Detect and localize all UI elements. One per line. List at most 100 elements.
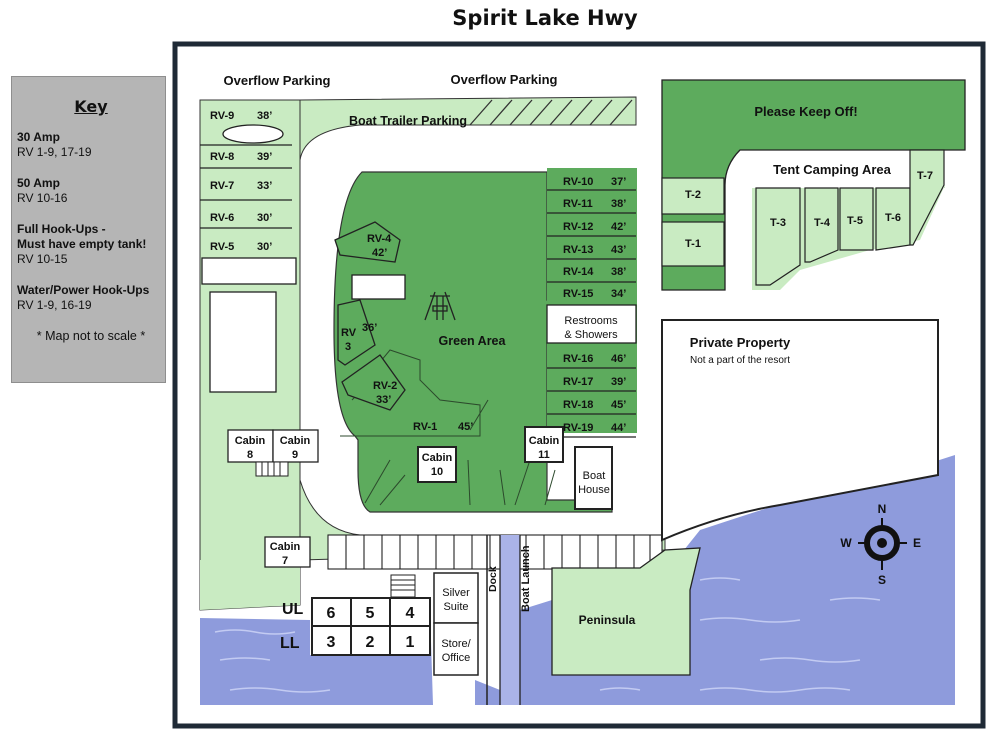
rv-10-label: RV-10 [563,176,593,188]
store-office-building [433,622,479,676]
boat-house-label-1: Boat [583,470,606,482]
lodge-units [311,597,431,656]
tent-site-t1 [661,221,725,267]
rv-11-length: 38’ [611,198,626,210]
cabin-10 [417,446,457,483]
store-label-1: Store/ [441,638,471,650]
cabin-11 [524,426,564,463]
left-building-large [209,291,277,393]
rv-15-label: RV-15 [563,288,593,300]
overflow-parking-left-label: Overflow Parking [224,73,331,88]
cabin-labels: Cabin 8 Cabin 9 Cabin 10 Cabin 11 Cabin … [235,435,560,567]
tent-labels: T-1 T-2 T-3 T-4 T-5 T-6 T-7 [685,170,933,250]
cabin-8-number: 8 [247,449,253,461]
water-ripples [214,577,881,693]
private-property-area [661,319,939,542]
rv-15-length: 34’ [611,288,626,300]
restrooms-label-1: Restrooms [564,315,618,327]
rv-inner-labels: RV-4 42’ RV 3 36’ RV-2 33’ RV-1 45’ [341,233,473,433]
rv-13-label: RV-13 [563,244,593,256]
key-note: * Map not to scale * [36,329,146,343]
rv-left-labels: RV-9 38’ RV-8 39’ RV-7 33’ RV-6 30’ RV-5… [210,110,272,253]
tent-sites [755,149,945,286]
left-building-small [201,257,297,285]
rv-1-length: 45’ [458,421,473,433]
green-area-label: Green Area [439,334,507,348]
key-value-50amp: RV 10-16 [17,191,68,205]
rv-14-length: 38’ [611,266,626,278]
unit-4-label: 4 [406,605,415,622]
rv-pads-right [547,168,637,433]
key-value-full-hookups: RV 10-15 [17,252,68,266]
cabin-8-9-steps [255,461,289,477]
cabin-7-label: Cabin [270,541,301,553]
restrooms-building [546,304,637,344]
rv-1-label: RV-1 [413,421,437,433]
overflow-parking-right-label: Overflow Parking [451,72,558,87]
rv-11-label: RV-11 [563,198,593,210]
keep-off-label: Please Keep Off! [754,104,857,119]
key-value-water-power: RV 1-9, 16-19 [17,298,92,312]
tent-t6-label: T-6 [885,212,901,224]
dock-label: Dock [487,566,499,592]
rv-19-length: 44’ [611,422,626,434]
key-label-50amp: 50 Amp [17,176,60,190]
cabin-11-label: Cabin [529,435,560,447]
unit-5-label: 5 [366,605,375,622]
rv-3-label: RV [341,327,357,339]
tent-t5-label: T-5 [847,215,863,227]
green-area [333,171,637,513]
key-label-water-power: Water/Power Hook-Ups [17,283,150,297]
bottom-parking-stalls [327,534,663,570]
cabin-11-number: 11 [538,449,550,461]
rv-7-label: RV-7 [210,180,234,192]
cabin-9 [272,429,319,463]
rv-9-pond [222,124,284,144]
rv-9-length: 38’ [257,110,272,122]
cabin-9-number: 9 [292,449,298,461]
compass-south-label: S [878,573,886,587]
tent-t3-label: T-3 [770,217,786,229]
cabin-10-label: Cabin [422,452,453,464]
map-key: Key 30 Amp RV 1-9, 17-19 50 Amp RV 10-16… [11,76,166,383]
map-title: Spirit Lake Hwy [452,6,638,30]
boat-house [574,446,613,510]
peninsula-area [551,547,701,676]
rv-17-length: 39’ [611,376,626,388]
rv-19-label: RV-19 [563,422,593,434]
rv-6-label: RV-6 [210,212,234,224]
cabin-9-label: Cabin [280,435,311,447]
unit-6-label: 6 [327,605,336,622]
rv-12-length: 42’ [611,221,626,233]
keep-off-area [661,79,966,291]
rv-4-label: RV-4 [367,233,392,245]
rv-9-label: RV-9 [210,110,234,122]
rv-4-pad [334,221,401,263]
compass-west-label: W [840,536,852,550]
rv-right-labels: RV-10 37’ RV-11 38’ RV-12 42’ RV-13 43’ … [563,176,626,434]
tent-t7-label: T-7 [917,170,933,182]
boat-trailer-parking-label: Boat Trailer Parking [349,114,467,128]
rv-4-length: 42’ [372,247,387,259]
private-property-label: Private Property [690,335,791,350]
tent-t4-label: T-4 [814,217,831,229]
tent-t1-label: T-1 [685,238,701,250]
rv-2-length: 33’ [376,394,391,406]
rv-5-label: RV-5 [210,241,234,253]
boat-launch-channel [500,535,520,705]
rv-10-length: 37’ [611,176,626,188]
rv-6-length: 30’ [257,212,272,224]
rv-12-label: RV-12 [563,221,593,233]
restrooms-label-2: & Showers [564,329,618,341]
silver-suite-label-2: Suite [443,601,468,613]
rv-2-pad [341,354,406,411]
tent-camping-label: Tent Camping Area [773,162,892,177]
cabin-8-label: Cabin [235,435,266,447]
boat-trailer-parking-area [299,96,637,161]
rv-16-length: 46’ [611,353,626,365]
compass-east-label: E [913,536,921,550]
unit-3-label: 3 [327,634,336,651]
tent-site-t2 [661,177,725,215]
upper-level-label: UL [282,601,304,618]
rv-16-label: RV-16 [563,353,593,365]
